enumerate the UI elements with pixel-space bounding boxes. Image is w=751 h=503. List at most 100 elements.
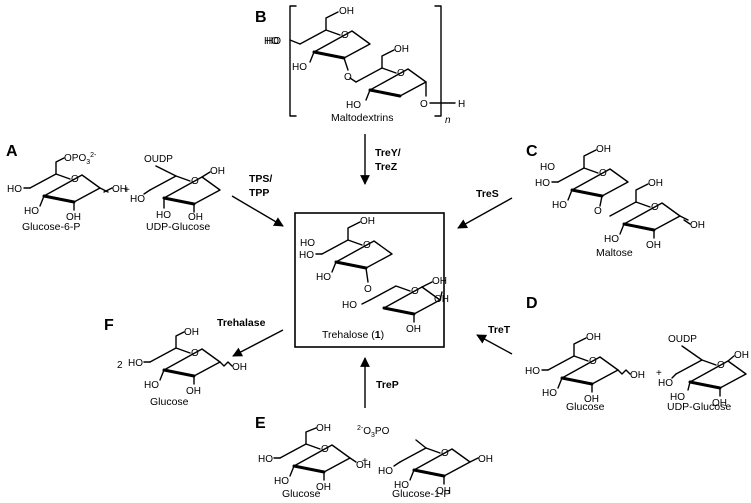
- hydroxyl-label: OH: [478, 454, 493, 465]
- repeat-bracket-right: [434, 5, 442, 117]
- hydroxyl-label: OH: [232, 362, 247, 373]
- glucose-label-e: Glucose: [282, 488, 321, 500]
- hydroxyl-label: HO: [7, 184, 22, 195]
- hydroxyl-label: OH: [339, 6, 354, 17]
- enzyme-tpp-label: TPP: [249, 187, 269, 199]
- enzyme-tret-label: TreT: [488, 324, 511, 336]
- hydroxyl-label: HO: [346, 100, 361, 111]
- hydroxyl-label: OH: [316, 423, 331, 434]
- glucose-1-p-label: Glucose-1-P: [392, 488, 450, 500]
- panel-letter-a: A: [6, 143, 18, 160]
- hydroxyl-label: HO: [394, 480, 409, 491]
- maltodextrin-unit-2: O OH HO: [346, 44, 428, 111]
- glucose-structure-d: O OH HO HO OH OH: [525, 332, 645, 405]
- glycosidic-oxygen: O: [344, 72, 352, 83]
- trehalose-box: [294, 212, 445, 348]
- hydroxyl-label: OH: [648, 178, 663, 189]
- udp-glucose-label-d: UDP-Glucose: [667, 401, 731, 413]
- maltodextrin-unit-1: O OH HO HO: [266, 6, 372, 73]
- glycosidic-oxygen: O: [594, 206, 602, 217]
- glucose-1-phosphate-structure: O HO HO OH OH: [378, 439, 493, 497]
- hydroxyl-label: HO: [130, 194, 145, 205]
- stoichiometric-coefficient: 2: [117, 360, 123, 371]
- glucose-6-p-label: Glucose-6-P: [22, 221, 80, 233]
- ring-oxygen: O: [589, 356, 597, 367]
- ring-oxygen: O: [191, 348, 199, 359]
- udp-glucose-label-a: UDP-Glucose: [146, 221, 210, 233]
- hydroxyl-label: OH: [690, 220, 705, 231]
- hydroxyl-label: HO: [300, 238, 315, 249]
- hydroxyl-label: OH: [434, 294, 449, 305]
- hydroxyl-label: HO: [128, 358, 143, 369]
- plus-sign: +: [656, 368, 662, 379]
- hydroxyl-label: HO: [604, 234, 619, 245]
- ring-oxygen: O: [599, 168, 607, 179]
- plus-sign: +: [124, 185, 130, 196]
- hydroxyl-label: HO: [658, 378, 673, 389]
- ring-oxygen: O: [71, 174, 79, 185]
- arrow-c-to-trehalose: [457, 197, 513, 229]
- ring-oxygen: O: [321, 444, 329, 455]
- hydroxyl-label: OH: [112, 184, 127, 195]
- hydroxyl-label: HO: [535, 178, 550, 189]
- ring-oxygen: O: [341, 30, 349, 41]
- arrow-d-to-trehalose: [476, 334, 513, 355]
- hydroxyl-label: HO: [552, 200, 567, 211]
- hydroxyl-label: HO: [542, 388, 557, 399]
- ring-oxygen: O: [397, 68, 405, 79]
- ring-oxygen: O: [363, 240, 371, 251]
- hydroxyl-label: OH: [210, 166, 225, 177]
- enzyme-trehalase-label: Trehalase: [217, 317, 266, 329]
- ring-oxygen: O: [717, 360, 725, 371]
- udp-label: OUDP: [668, 334, 697, 345]
- phosphate-label: OPO32-: [64, 152, 97, 166]
- hydroxyl-label: HO: [378, 466, 393, 477]
- glucose-structure-e: O OH HO HO OH OH: [258, 423, 371, 493]
- repeat-subscript-n: n: [445, 115, 451, 126]
- hydroxyl-label: OH: [596, 144, 611, 155]
- hydroxyl-label: HO: [156, 210, 171, 221]
- hydroxyl-label: OH: [734, 350, 749, 361]
- hydroxyl-label: OH: [436, 486, 451, 497]
- hydroxyl-label: HO: [670, 392, 685, 403]
- glucose-label-f: Glucose: [150, 396, 189, 408]
- arrow-trehalose-to-f: [232, 329, 284, 357]
- hydroxyl-label: HO: [274, 476, 289, 487]
- repeat-bracket-left: [289, 5, 297, 117]
- hydroxyl-label: OH: [646, 240, 661, 251]
- hydroxyl-label: HO: [144, 380, 159, 391]
- udp-label: OUDP: [144, 154, 173, 165]
- udp-glucose-structure-a: O OUDP HO HO OH OH: [130, 154, 225, 223]
- glucose-label-d: Glucose: [566, 401, 605, 413]
- maltose-unit-1: O OH HO HO: [535, 144, 630, 211]
- hydroxyl-label: HO: [266, 36, 281, 47]
- maltose-label: Maltose: [596, 247, 633, 259]
- glycosidic-bond: [343, 57, 349, 71]
- panel-letter-f: F: [104, 317, 114, 334]
- enzyme-trez-label: TreZ: [375, 161, 398, 173]
- glycosidic-oxygen: O: [364, 284, 372, 295]
- hydroxyl-label: OH: [712, 398, 727, 409]
- panel-letter-b: B: [255, 9, 267, 26]
- hydroxyl-label: OH: [66, 212, 81, 223]
- panel-letter-c: C: [526, 143, 538, 160]
- chain-end-hydrogen: H: [458, 99, 465, 110]
- hydroxyl-label: OH: [406, 324, 421, 335]
- enzyme-trey-label: TreY/: [375, 147, 401, 159]
- hydroxyl-label: OH: [184, 327, 199, 338]
- hydroxyl-label: OH: [432, 276, 447, 287]
- hydroxyl-label: OH: [584, 394, 599, 405]
- hydroxyl-label: OH: [630, 370, 645, 381]
- glycosidic-bond: [365, 267, 369, 283]
- ring-oxygen: O: [191, 176, 199, 187]
- maltose-unit-2: O OH HO OH OH: [604, 178, 705, 251]
- glycosidic-oxygen: O: [420, 99, 428, 110]
- trehalose-label: Trehalose (1): [322, 329, 384, 341]
- enzyme-tres-label: TreS: [476, 188, 499, 200]
- hydroxyl-label: OH: [188, 212, 203, 223]
- phosphate-label: 2-O3PO: [357, 425, 390, 439]
- panel-letter-d: D: [526, 295, 538, 312]
- maltodextrins-label: Maltodextrins: [331, 112, 393, 124]
- plus-sign: +: [362, 456, 368, 467]
